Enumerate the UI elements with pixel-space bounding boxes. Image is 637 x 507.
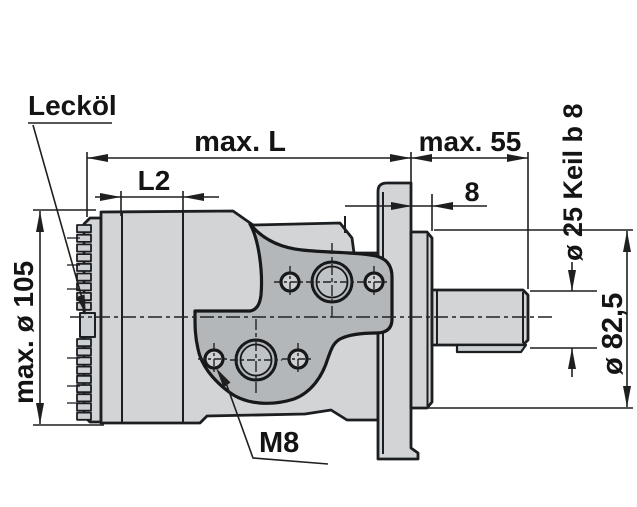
mounting-flange xyxy=(376,181,420,461)
dim-housing-diameter-label: max. ø 105 xyxy=(8,261,39,404)
spigot xyxy=(409,230,434,410)
rib-tooth xyxy=(76,347,92,357)
rib-tooth xyxy=(76,243,92,253)
dim-shaft-spec-label: ø 25 Keil b 8 xyxy=(558,103,588,261)
rib-tooth xyxy=(76,272,92,282)
dim-spigot-depth-label: 8 xyxy=(464,177,479,207)
leak-oil-label: Lecköl xyxy=(28,90,117,121)
leak-oil-port-boss xyxy=(79,312,96,338)
rib-tooth xyxy=(76,338,92,348)
rib-tooth xyxy=(76,253,92,263)
thread-label: M8 xyxy=(259,427,299,459)
rib-tooth xyxy=(76,224,92,234)
dim-front-length-label: max. 55 xyxy=(419,126,522,157)
dim-overall-length-label: max. L xyxy=(194,126,286,158)
dimension-arrows xyxy=(36,154,631,424)
rib-tooth xyxy=(76,393,92,403)
rib-tooth xyxy=(76,384,92,394)
rib-tooth xyxy=(76,374,92,384)
rear-cap-ribs xyxy=(76,224,92,421)
rib-tooth xyxy=(76,356,92,366)
centerlines xyxy=(70,243,556,394)
rib-tooth xyxy=(76,402,92,412)
rib-tooth xyxy=(76,411,92,421)
rib-tooth xyxy=(76,282,92,292)
shaft-key xyxy=(455,343,528,354)
dim-spigot-diameter-label: ø 82,5 xyxy=(597,293,629,375)
dim-section-length-label: L2 xyxy=(138,165,171,196)
drawing-labels: Lecköl max. L max. 55 L2 8 M8 ø 25 Keil … xyxy=(8,90,629,459)
rib-tooth xyxy=(76,365,92,375)
rib-tooth xyxy=(76,262,92,272)
